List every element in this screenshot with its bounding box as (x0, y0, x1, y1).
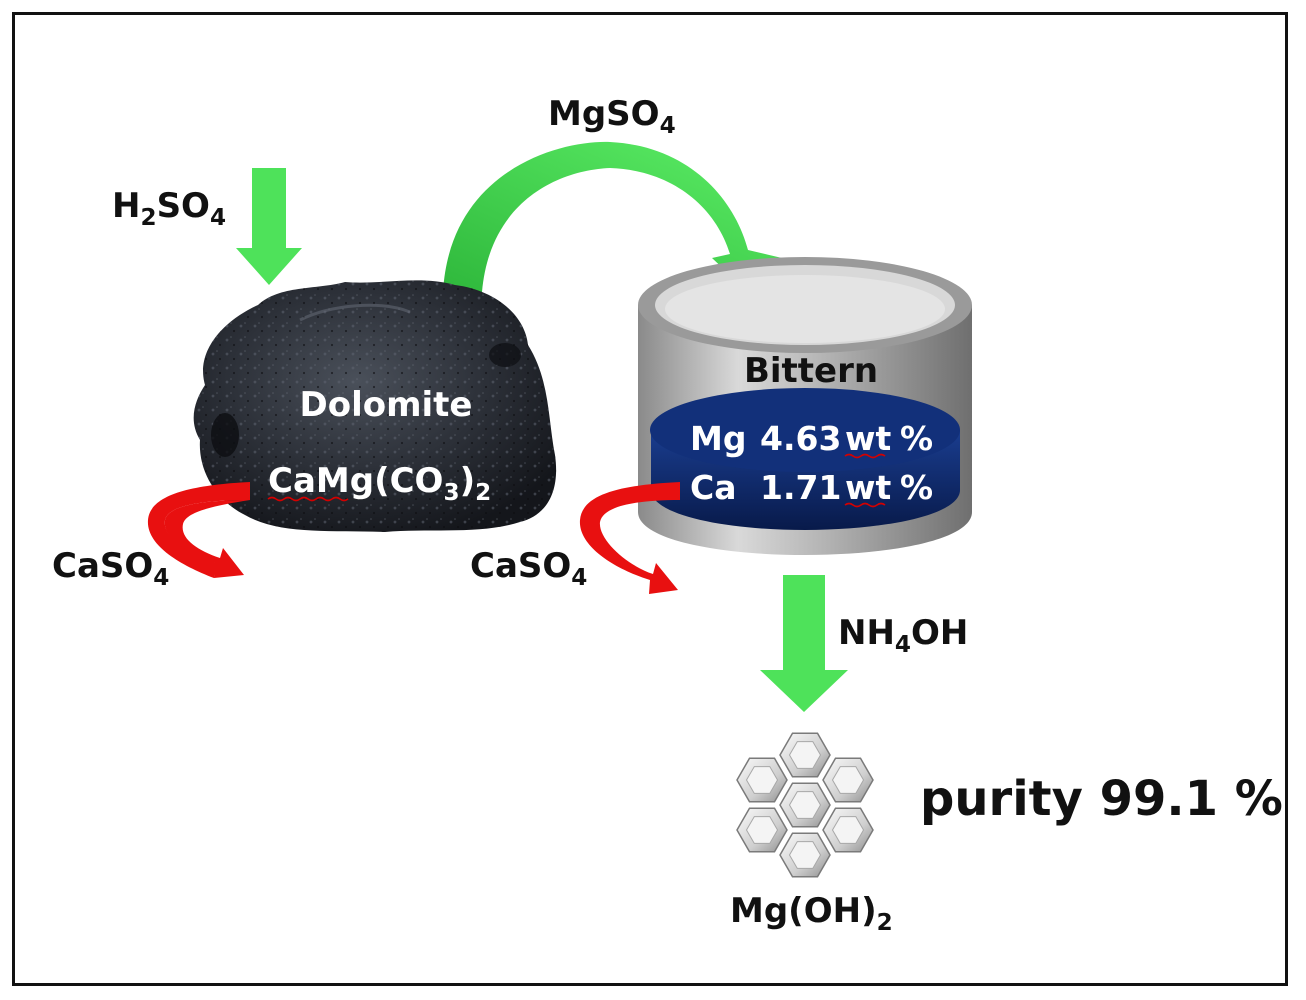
rock-image (193, 280, 557, 532)
hexagon-crystal-face (788, 741, 822, 769)
hexagon-crystal-face (788, 841, 822, 869)
precipitant-label: NH4OH (838, 613, 968, 658)
diagram-frame (12, 12, 1288, 986)
left-caso4-removal-arrow (147, 482, 250, 578)
transfer-label: MgSO4 (548, 94, 676, 139)
hexagon-crystal-face (745, 766, 779, 794)
spellcheck-underline (844, 502, 886, 508)
purity-label: purity 99.1 % (920, 771, 1283, 827)
hexagon-crystal-face (745, 816, 779, 844)
dolomite-name: Dolomite (300, 385, 473, 425)
dolomite-formula: CaMg(CO3)2 (268, 461, 491, 506)
byproduct-label-right: CaSO4 (470, 546, 587, 591)
hexagon-crystal-face (831, 766, 865, 794)
byproduct-label-left: CaSO4 (52, 546, 169, 591)
acid-down-arrow (236, 168, 302, 285)
spellcheck-underline (267, 496, 349, 502)
bittern-title: Bittern (744, 351, 878, 391)
product-formula: Mg(OH)2 (730, 891, 893, 936)
hexagon-crystal-face (788, 791, 822, 819)
hexagon-crystal-face (831, 816, 865, 844)
precipitant-down-arrow (760, 575, 848, 712)
mgso4-transfer-arrow (443, 141, 782, 292)
right-caso4-removal-arrow (579, 482, 680, 594)
acid-label: H2SO4 (112, 186, 226, 231)
cylindrical-tank (638, 257, 972, 555)
hexagon-crystal-cluster (736, 732, 874, 878)
spellcheck-underline (844, 453, 886, 459)
